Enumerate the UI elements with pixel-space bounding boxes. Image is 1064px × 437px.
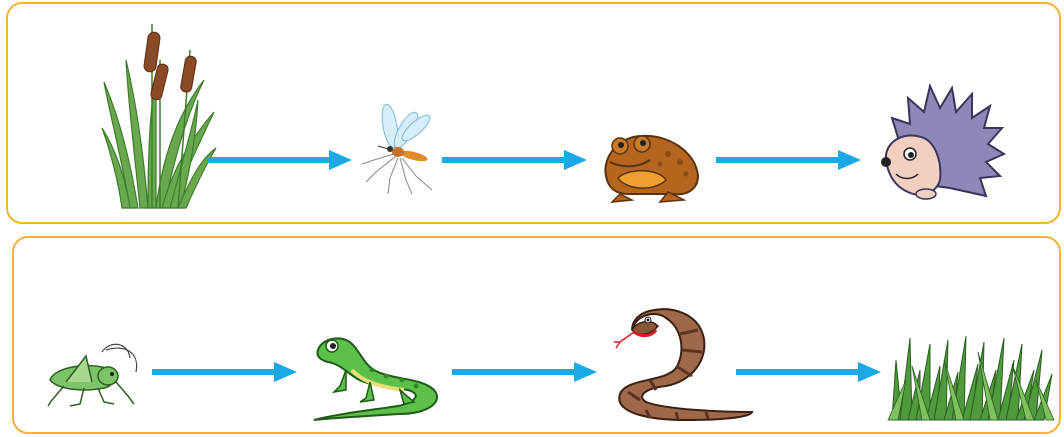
hedgehog-icon <box>880 84 1005 204</box>
arrow-right-icon <box>716 150 861 170</box>
mosquito-icon <box>360 104 440 196</box>
arrow-right-icon <box>207 150 352 170</box>
grasshopper-icon <box>44 342 144 408</box>
grass-icon <box>886 330 1056 422</box>
arrow-right-icon <box>736 362 881 382</box>
arrow-right-icon <box>152 362 297 382</box>
toad-icon <box>598 128 704 204</box>
lizard-icon <box>312 330 444 422</box>
arrow-right-icon <box>442 150 587 170</box>
arrow-right-icon <box>452 362 597 382</box>
cattail-plant-icon <box>100 20 220 210</box>
snake-icon <box>606 308 754 424</box>
